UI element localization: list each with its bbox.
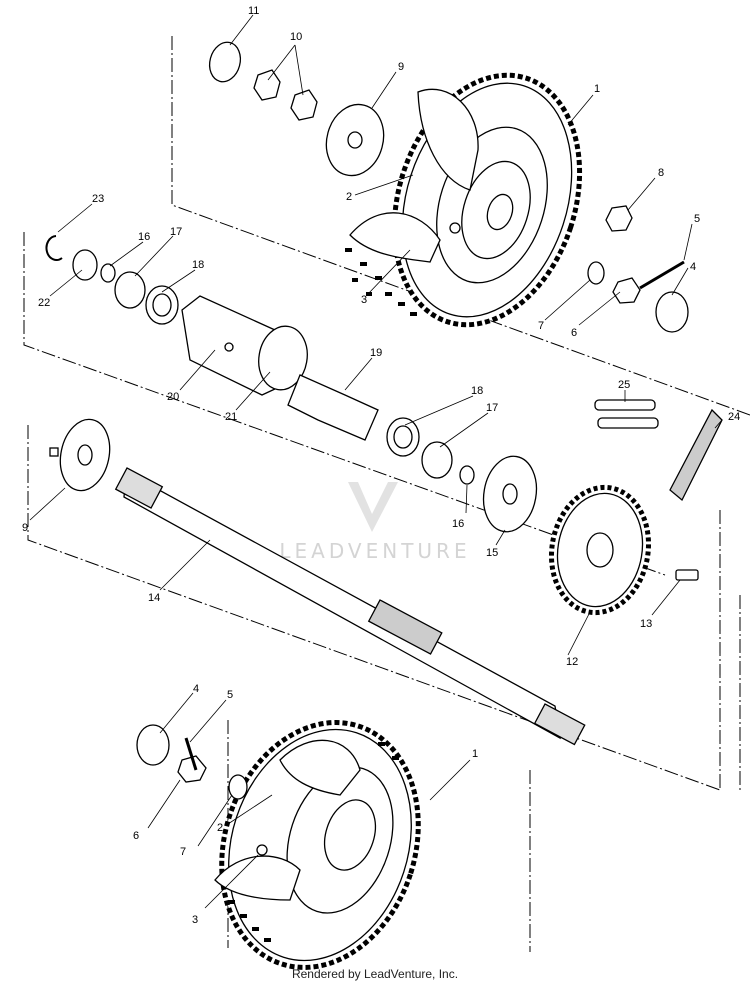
carrier-bolt — [224, 342, 234, 352]
bearing-right — [386, 417, 420, 457]
lower-wheel-assembly — [136, 720, 421, 970]
axle-spline-center — [367, 599, 443, 655]
callout-3-lower: 3 — [192, 914, 198, 926]
carrier-flange — [258, 325, 308, 391]
callout-7-right: 7 — [538, 320, 544, 332]
callout-6-lower: 6 — [133, 830, 139, 842]
chain-links — [594, 399, 659, 429]
axle-assembly — [49, 399, 723, 746]
lower-valve-stem — [256, 844, 268, 856]
callout-25: 25 — [618, 379, 630, 391]
race-left — [114, 271, 146, 309]
callout-16-left: 16 — [138, 231, 150, 243]
right-nut — [605, 205, 633, 232]
right-castle-nut — [612, 277, 641, 304]
leader-lines — [29, 14, 723, 909]
callout-24: 24 — [728, 411, 740, 423]
footer-credit: Rendered by LeadVenture, Inc. — [291, 967, 459, 981]
callout-15: 15 — [486, 547, 498, 559]
chain-strip — [669, 408, 723, 502]
callout-14: 14 — [148, 592, 160, 604]
callout-1-lower: 1 — [472, 748, 478, 760]
upper-valve-stem — [449, 222, 461, 234]
tread-blocks — [345, 248, 417, 316]
callout-7-lower: 7 — [180, 846, 186, 858]
lower-castle-nut — [177, 755, 207, 783]
snap-ring-left — [45, 235, 63, 261]
callout-18-left: 18 — [192, 259, 204, 271]
callout-4-lower: 4 — [193, 683, 199, 695]
callout-12: 12 — [566, 656, 578, 668]
axle-sleeve — [287, 374, 379, 441]
callout-9-upper: 9 — [398, 61, 404, 73]
callout-2-lower: 2 — [217, 822, 223, 834]
right-cap — [655, 291, 689, 333]
callout-9-left: 9 — [22, 522, 28, 534]
callout-17-right: 17 — [486, 402, 498, 414]
callout-8: 8 — [658, 167, 664, 179]
bearing-left — [145, 285, 179, 325]
callout-17-left: 17 — [170, 226, 182, 238]
axle-spline-left — [114, 467, 164, 509]
right-washer — [587, 261, 605, 285]
watermark: LEADVENTURE — [279, 482, 470, 563]
spacer-right — [459, 465, 475, 485]
upper-hub-plate — [325, 103, 385, 177]
lower-washer — [228, 774, 248, 800]
callout-5-lower: 5 — [227, 689, 233, 701]
bearing-housing-assembly — [45, 235, 538, 533]
upper-wheel-assembly — [208, 41, 689, 333]
sprocket — [548, 484, 652, 616]
callout-2-upper: 2 — [346, 191, 352, 203]
left-hub-plate — [49, 418, 111, 492]
callout-10: 10 — [290, 31, 302, 43]
callout-20: 20 — [167, 391, 179, 403]
axle-spline-right — [533, 703, 586, 746]
lower-tire — [219, 720, 421, 970]
seal-left — [72, 249, 98, 281]
sprocket-bolt — [675, 569, 699, 581]
hub-flange-right — [482, 455, 538, 533]
callout-11: 11 — [248, 5, 259, 17]
callout-6-right: 6 — [571, 327, 577, 339]
callout-21: 21 — [225, 411, 237, 423]
callout-4-right: 4 — [690, 261, 696, 273]
callout-5-right: 5 — [694, 213, 700, 225]
lower-tread-blocks — [228, 742, 399, 942]
callout-22: 22 — [38, 297, 50, 309]
lower-rim-halves — [214, 739, 361, 901]
callout-19: 19 — [370, 347, 382, 359]
right-cotter-pin — [639, 260, 685, 290]
callout-18-right: 18 — [471, 385, 483, 397]
callout-labels: 1 2 3 4 5 6 7 8 9 10 11 16 17 18 19 20 2… — [22, 5, 740, 926]
callout-1-upper: 1 — [594, 83, 600, 95]
watermark-text: LEADVENTURE — [279, 539, 470, 563]
callout-23: 23 — [92, 193, 104, 205]
upper-nuts — [253, 69, 318, 121]
lower-cap — [136, 724, 170, 766]
upper-washer — [208, 41, 242, 83]
lower-cotter-pin — [184, 737, 198, 771]
upper-rim-halves — [349, 88, 479, 263]
watermark-logo-icon — [348, 482, 398, 532]
callout-16-right: 16 — [452, 518, 464, 530]
race-right — [421, 441, 453, 479]
spacer-left — [100, 263, 116, 283]
callout-13: 13 — [640, 618, 652, 630]
callout-3-upper: 3 — [361, 294, 367, 306]
